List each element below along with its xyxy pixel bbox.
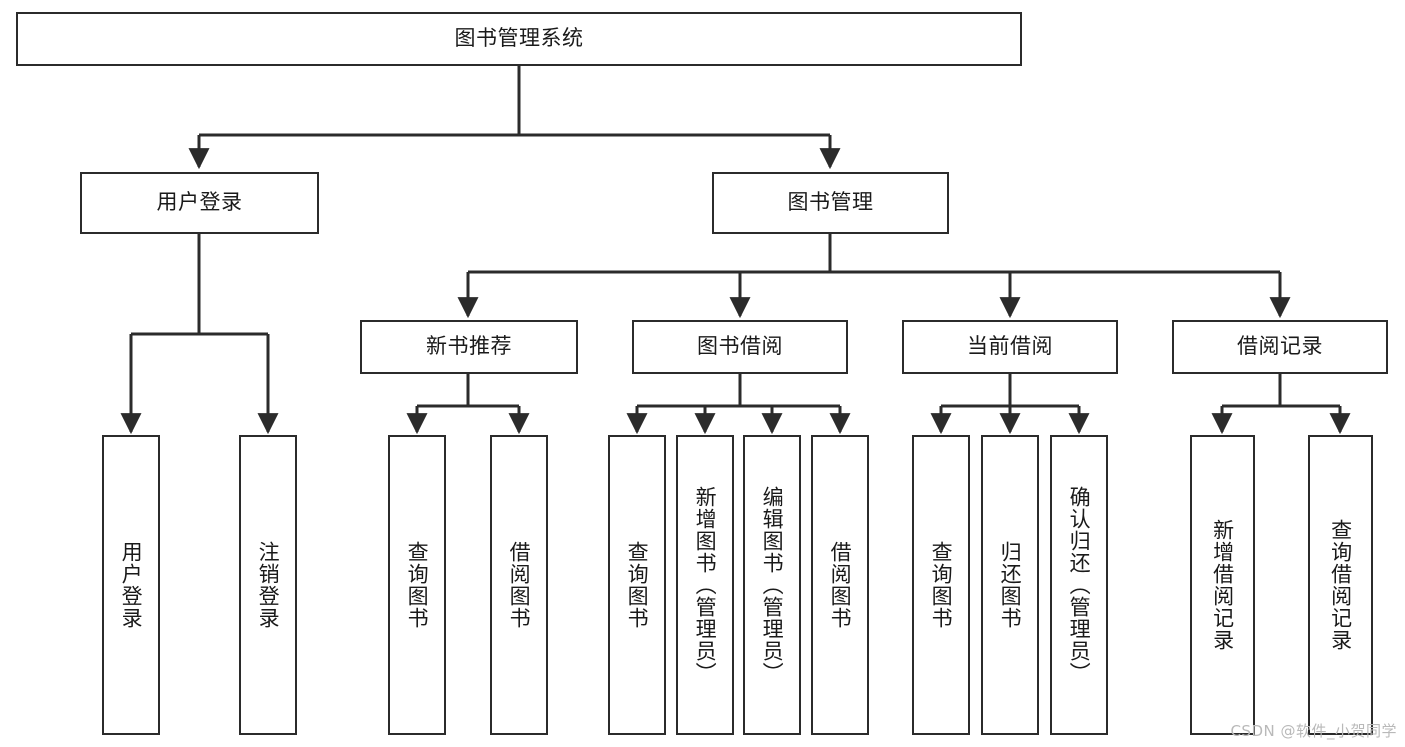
node-leaf-confirm-return[interactable]: 确认归还（管理员） [1050, 435, 1108, 735]
watermark-text: CSDN @软件_小贺同学 [1230, 722, 1397, 740]
node-label: 借阅记录 [1237, 334, 1323, 359]
node-leaf-borrow-book-1[interactable]: 借阅图书 [490, 435, 548, 735]
node-leaf-query-book-3[interactable]: 查询图书 [912, 435, 970, 735]
node-label: 图书借阅 [697, 334, 783, 359]
node-current-borrow[interactable]: 当前借阅 [902, 320, 1118, 374]
node-leaf-query-book-1[interactable]: 查询图书 [388, 435, 446, 735]
node-label: 借阅图书 [507, 541, 532, 629]
node-leaf-user-login[interactable]: 用户登录 [102, 435, 160, 735]
node-leaf-query-book-2[interactable]: 查询图书 [608, 435, 666, 735]
node-label: 新增图书（管理员） [693, 486, 718, 684]
node-label: 查询借阅记录 [1328, 519, 1353, 651]
node-label: 图书管理系统 [454, 26, 584, 51]
node-leaf-add-record[interactable]: 新增借阅记录 [1190, 435, 1255, 735]
node-book-borrow[interactable]: 图书借阅 [632, 320, 848, 374]
node-label: 编辑图书（管理员） [760, 486, 785, 684]
node-label: 查询图书 [929, 541, 954, 629]
node-label: 用户登录 [156, 190, 243, 215]
node-label: 借阅图书 [828, 541, 853, 629]
node-leaf-query-record[interactable]: 查询借阅记录 [1308, 435, 1373, 735]
node-label: 确认归还（管理员） [1067, 486, 1092, 684]
node-label: 查询图书 [405, 541, 430, 629]
node-leaf-add-book[interactable]: 新增图书（管理员） [676, 435, 734, 735]
node-label: 注销登录 [256, 541, 281, 629]
node-label: 归还图书 [998, 541, 1023, 629]
node-label: 查询图书 [625, 541, 650, 629]
node-label: 图书管理 [787, 190, 874, 215]
node-label: 新书推荐 [426, 334, 512, 359]
node-label: 新增借阅记录 [1210, 519, 1235, 651]
node-book-management[interactable]: 图书管理 [712, 172, 949, 234]
node-label: 当前借阅 [967, 334, 1053, 359]
node-borrow-record[interactable]: 借阅记录 [1172, 320, 1388, 374]
node-label: 用户登录 [119, 541, 144, 629]
node-leaf-borrow-book-2[interactable]: 借阅图书 [811, 435, 869, 735]
node-leaf-logout-login[interactable]: 注销登录 [239, 435, 297, 735]
node-leaf-return-book[interactable]: 归还图书 [981, 435, 1039, 735]
node-new-book-recommend[interactable]: 新书推荐 [360, 320, 578, 374]
node-book-management-system[interactable]: 图书管理系统 [16, 12, 1022, 66]
node-leaf-edit-book[interactable]: 编辑图书（管理员） [743, 435, 801, 735]
node-user-login[interactable]: 用户登录 [80, 172, 319, 234]
